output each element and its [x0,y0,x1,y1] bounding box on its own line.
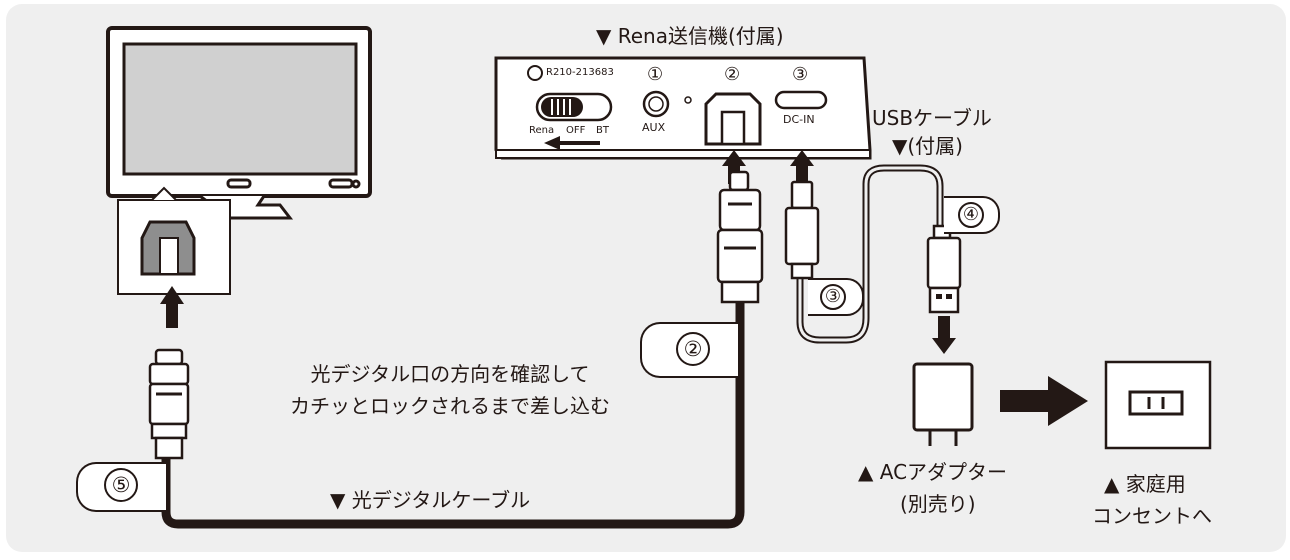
step-4-badge: ④ [958,202,984,228]
switch-label-bt: BT [596,125,609,136]
port-3-number: ③ [792,64,809,85]
optical-cable-label: ▼ 光デジタルケーブル [330,488,531,512]
arrow-down-adapter [932,316,956,354]
instruction-line-2: カチッとロックされるまで差し込む [290,394,610,418]
outlet-label: ▲ 家庭用 [1104,472,1186,496]
ac-adapter-label: ▲ ACアダプター [858,460,1008,484]
port-2-number: ② [724,64,741,85]
wall-outlet-icon [1104,360,1212,450]
cert-number: R210-213683 [546,67,614,78]
usb-cable [784,164,962,344]
step-5-number: ⑤ [111,472,131,497]
transmitter-icon [494,56,872,160]
port-1-label: AUX [642,121,666,134]
step-5-badge: ⑤ [104,468,138,502]
step-4-number: ④ [962,204,980,225]
port-3-label: DC-IN [783,113,815,126]
arrow-right-outlet [1000,376,1088,426]
arrow-up-dcin [790,150,814,184]
port-1-number: ① [647,64,664,85]
switch-label-off: OFF [566,125,586,136]
usb-cable-label: USBケーブル [872,106,992,130]
switch-label-rena: Rena [529,125,555,136]
transmitter-title: ▼ Rena送信機(付属) [596,24,784,48]
tv-optical-port-inset [117,186,231,295]
step-2-badge: ② [676,332,710,366]
ac-adapter-icon [912,362,974,446]
optical-cable [148,170,764,529]
ac-adapter-sublabel: (別売り) [900,492,976,516]
step-2-number: ② [683,336,703,361]
arrow-up-tv [160,286,184,328]
step-3-badge: ③ [820,284,846,310]
usb-cable-sublabel: ▼(付属) [892,134,963,158]
tv-icon [106,26,372,220]
instruction-line-1: 光デジタル口の方向を確認して [310,362,590,386]
outlet-sublabel: コンセントへ [1092,504,1212,528]
step-3-number: ③ [824,286,842,307]
